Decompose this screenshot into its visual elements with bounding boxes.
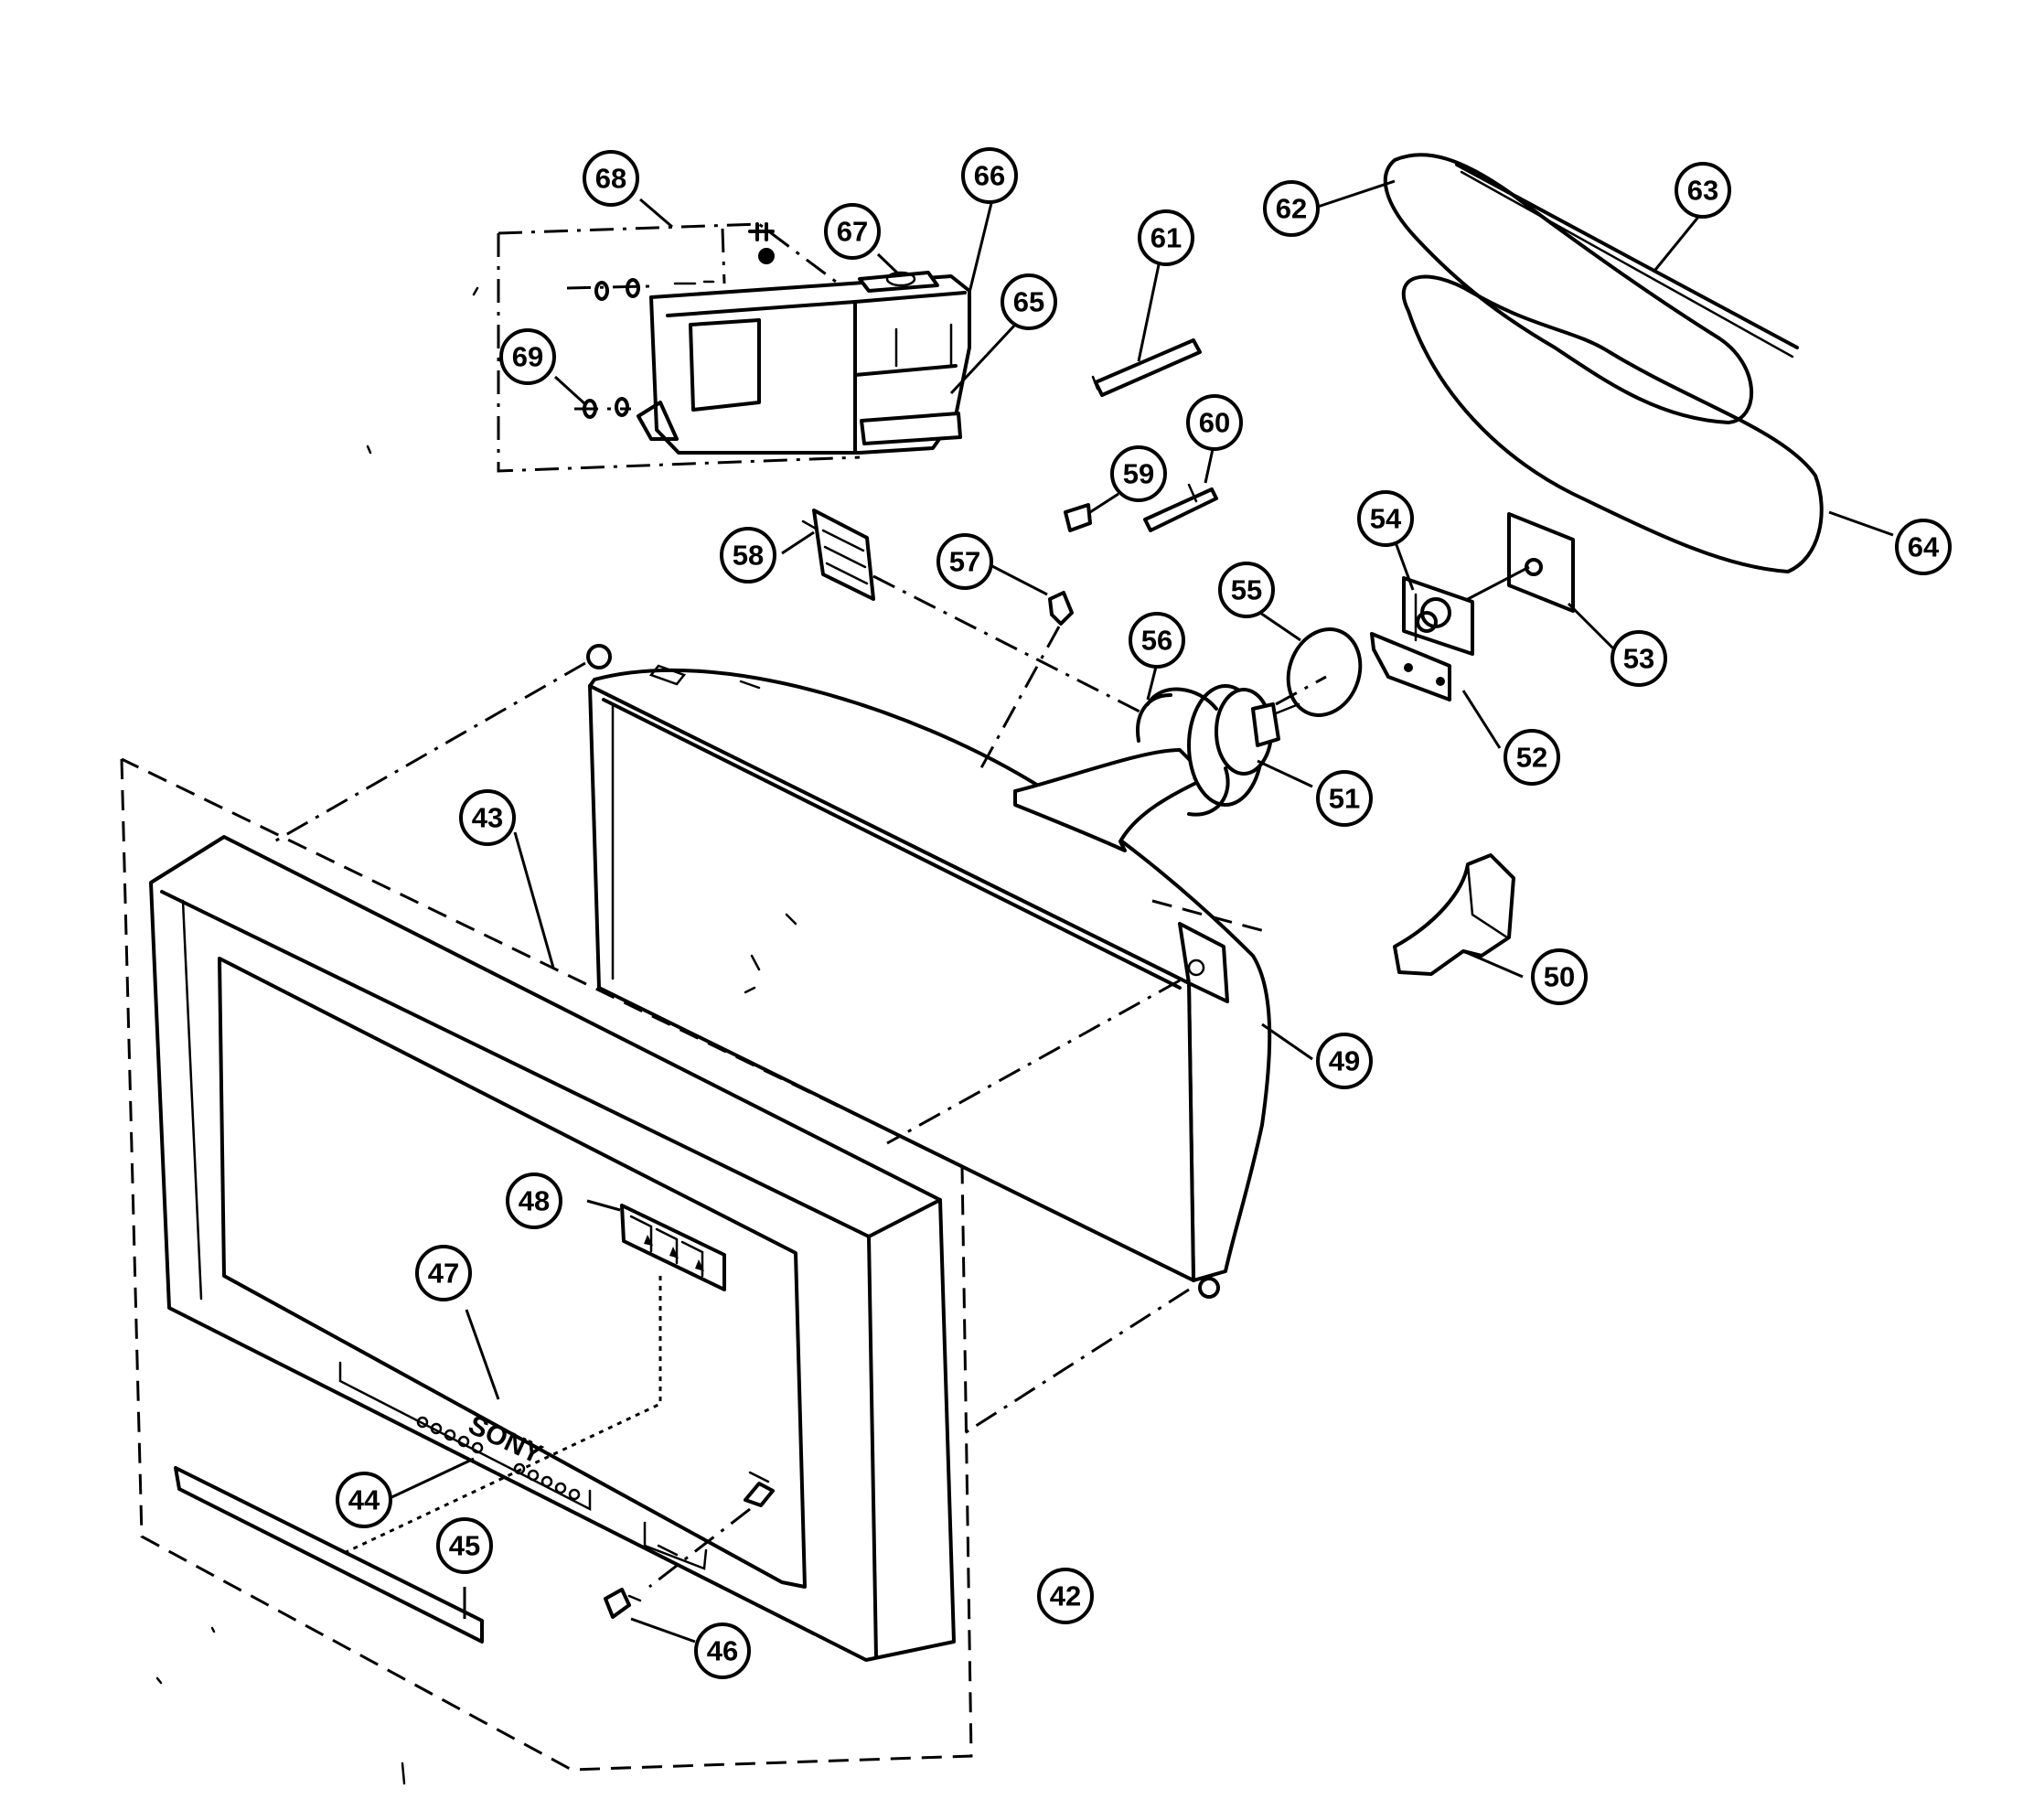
deflection-yoke-part-51 <box>1187 684 1300 807</box>
front-buttons-row <box>416 1416 581 1501</box>
trim-strip-part-45 <box>174 1466 484 1644</box>
svg-text:57: 57 <box>949 546 980 578</box>
belt-part-64 <box>1401 274 1824 573</box>
disc-part-55 <box>1286 627 1363 717</box>
callout-53: 53 <box>1611 630 1667 687</box>
callout-42: 42 <box>1037 1568 1094 1624</box>
tube-frame-dashed-right <box>1151 899 1272 935</box>
speaker-bracket-part-50 <box>1393 853 1515 976</box>
callout-46: 46 <box>694 1622 751 1679</box>
svg-text:58: 58 <box>733 540 764 572</box>
svg-text:43: 43 <box>472 802 503 834</box>
socket-to-plate-link <box>1467 565 1530 601</box>
svg-text:53: 53 <box>1623 643 1654 675</box>
picture-tube-part-49 <box>586 644 1272 1299</box>
svg-text:45: 45 <box>449 1530 480 1562</box>
clip-57-link <box>977 626 1061 774</box>
svg-text:55: 55 <box>1231 574 1262 606</box>
ring-magnet-part-56 <box>1136 687 1230 817</box>
svg-text:47: 47 <box>428 1258 459 1290</box>
svg-text:65: 65 <box>1013 286 1044 318</box>
callout-52: 52 <box>1504 729 1560 786</box>
callout-57: 57 <box>936 533 993 590</box>
svg-text:50: 50 <box>1544 961 1575 993</box>
strip-part-61 <box>1091 338 1202 397</box>
part-42-link <box>648 1507 751 1589</box>
callout-59: 59 <box>1110 445 1167 502</box>
callout-55: 55 <box>1218 562 1275 618</box>
clip-part-57 <box>1048 591 1074 626</box>
tube-mount-link-top <box>273 661 586 843</box>
yoke-to-pcb-link <box>1275 675 1327 706</box>
svg-text:42: 42 <box>1050 1580 1081 1612</box>
svg-text:64: 64 <box>1908 531 1940 563</box>
callout-66: 66 <box>961 147 1018 204</box>
callout-51: 51 <box>1316 770 1373 827</box>
scan-specks <box>155 286 761 1785</box>
callout-61: 61 <box>1138 209 1194 266</box>
svg-text:68: 68 <box>595 163 626 195</box>
callout-69: 69 <box>499 328 556 385</box>
callout-49: 49 <box>1316 1033 1373 1089</box>
callout-68: 68 <box>583 150 639 207</box>
svg-text:60: 60 <box>1199 407 1230 439</box>
cap-part-59 <box>1064 503 1092 532</box>
svg-text:61: 61 <box>1150 222 1182 254</box>
svg-text:67: 67 <box>837 216 868 248</box>
front-bezel-part-43 <box>149 835 956 1662</box>
callout-64: 64 <box>1895 519 1952 575</box>
callout-62: 62 <box>1263 180 1320 237</box>
bracket-part-52 <box>1370 632 1451 701</box>
svg-text:56: 56 <box>1141 625 1172 657</box>
svg-text:52: 52 <box>1516 742 1547 774</box>
tube-mount-link-right <box>886 979 1181 1145</box>
svg-text:44: 44 <box>348 1484 380 1516</box>
callout-60: 60 <box>1186 394 1243 451</box>
belt-part-62-63 <box>1383 153 1799 424</box>
bracket-part-42 <box>744 1471 775 1507</box>
callout-63: 63 <box>1675 162 1731 219</box>
svg-text:49: 49 <box>1329 1045 1360 1077</box>
callout-48: 48 <box>506 1173 562 1229</box>
svg-text:48: 48 <box>519 1185 550 1217</box>
top-unit-group-68 <box>497 222 861 473</box>
svg-text:59: 59 <box>1123 458 1154 490</box>
callout-58: 58 <box>720 527 776 584</box>
label-part-58 <box>801 509 875 601</box>
control-panel-part-48 <box>620 1204 726 1291</box>
callout-56: 56 <box>1129 612 1185 669</box>
callout-54: 54 <box>1357 490 1414 547</box>
svg-text:46: 46 <box>707 1635 738 1667</box>
callout-43: 43 <box>459 789 516 846</box>
strip-part-60 <box>1143 483 1218 532</box>
panel-48-dotted-link <box>339 1276 662 1557</box>
screws-part-67-69 <box>583 222 775 419</box>
callout-65: 65 <box>1001 273 1057 330</box>
svg-text:62: 62 <box>1276 193 1307 225</box>
plate-part-53 <box>1507 512 1575 613</box>
callout-leaders <box>385 179 1894 1644</box>
box-part-66 <box>637 271 971 455</box>
svg-text:69: 69 <box>512 341 543 373</box>
svg-text:51: 51 <box>1329 783 1360 815</box>
socket-board-part-54 <box>1402 576 1474 656</box>
callout-67: 67 <box>824 203 881 260</box>
callout-45: 45 <box>436 1517 493 1574</box>
tube-mount-link-bottom <box>959 1288 1190 1438</box>
svg-text:54: 54 <box>1370 503 1402 535</box>
label-58-link <box>872 574 1144 715</box>
callout-47: 47 <box>415 1245 472 1301</box>
svg-text:63: 63 <box>1687 175 1718 207</box>
callout-44: 44 <box>336 1472 392 1528</box>
knob-part-46 <box>604 1588 642 1619</box>
svg-text:66: 66 <box>974 160 1005 192</box>
callout-50: 50 <box>1531 948 1588 1005</box>
